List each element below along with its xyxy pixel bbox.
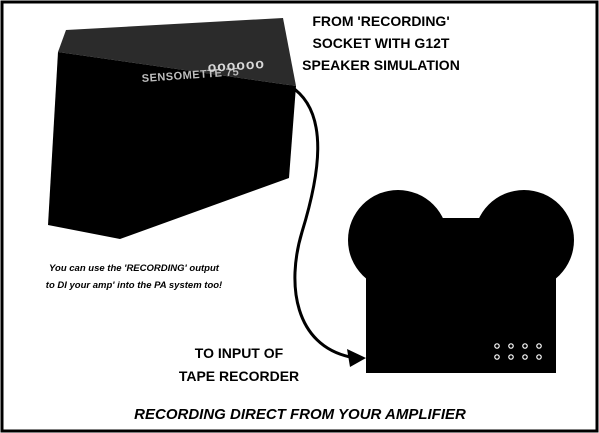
di-note-line-1: You can use the 'RECORDING' output <box>49 263 220 274</box>
diagram-caption: RECORDING DIRECT FROM YOUR AMPLIFIER <box>134 406 466 423</box>
from-label-line-2: SOCKET WITH G12T <box>313 35 450 51</box>
to-label-line-2: TAPE RECORDER <box>179 368 299 384</box>
to-label-line-1: TO INPUT OF <box>195 345 284 361</box>
tape-recorder-body <box>366 218 556 373</box>
from-label-line-1: FROM 'RECORDING' <box>312 13 449 29</box>
from-label-line-3: SPEAKER SIMULATION <box>302 57 460 73</box>
di-note-line-2: to DI your amp' into the PA system too! <box>46 280 222 291</box>
from-label: FROM 'RECORDING' SOCKET WITH G12T SPEAKE… <box>302 13 460 73</box>
